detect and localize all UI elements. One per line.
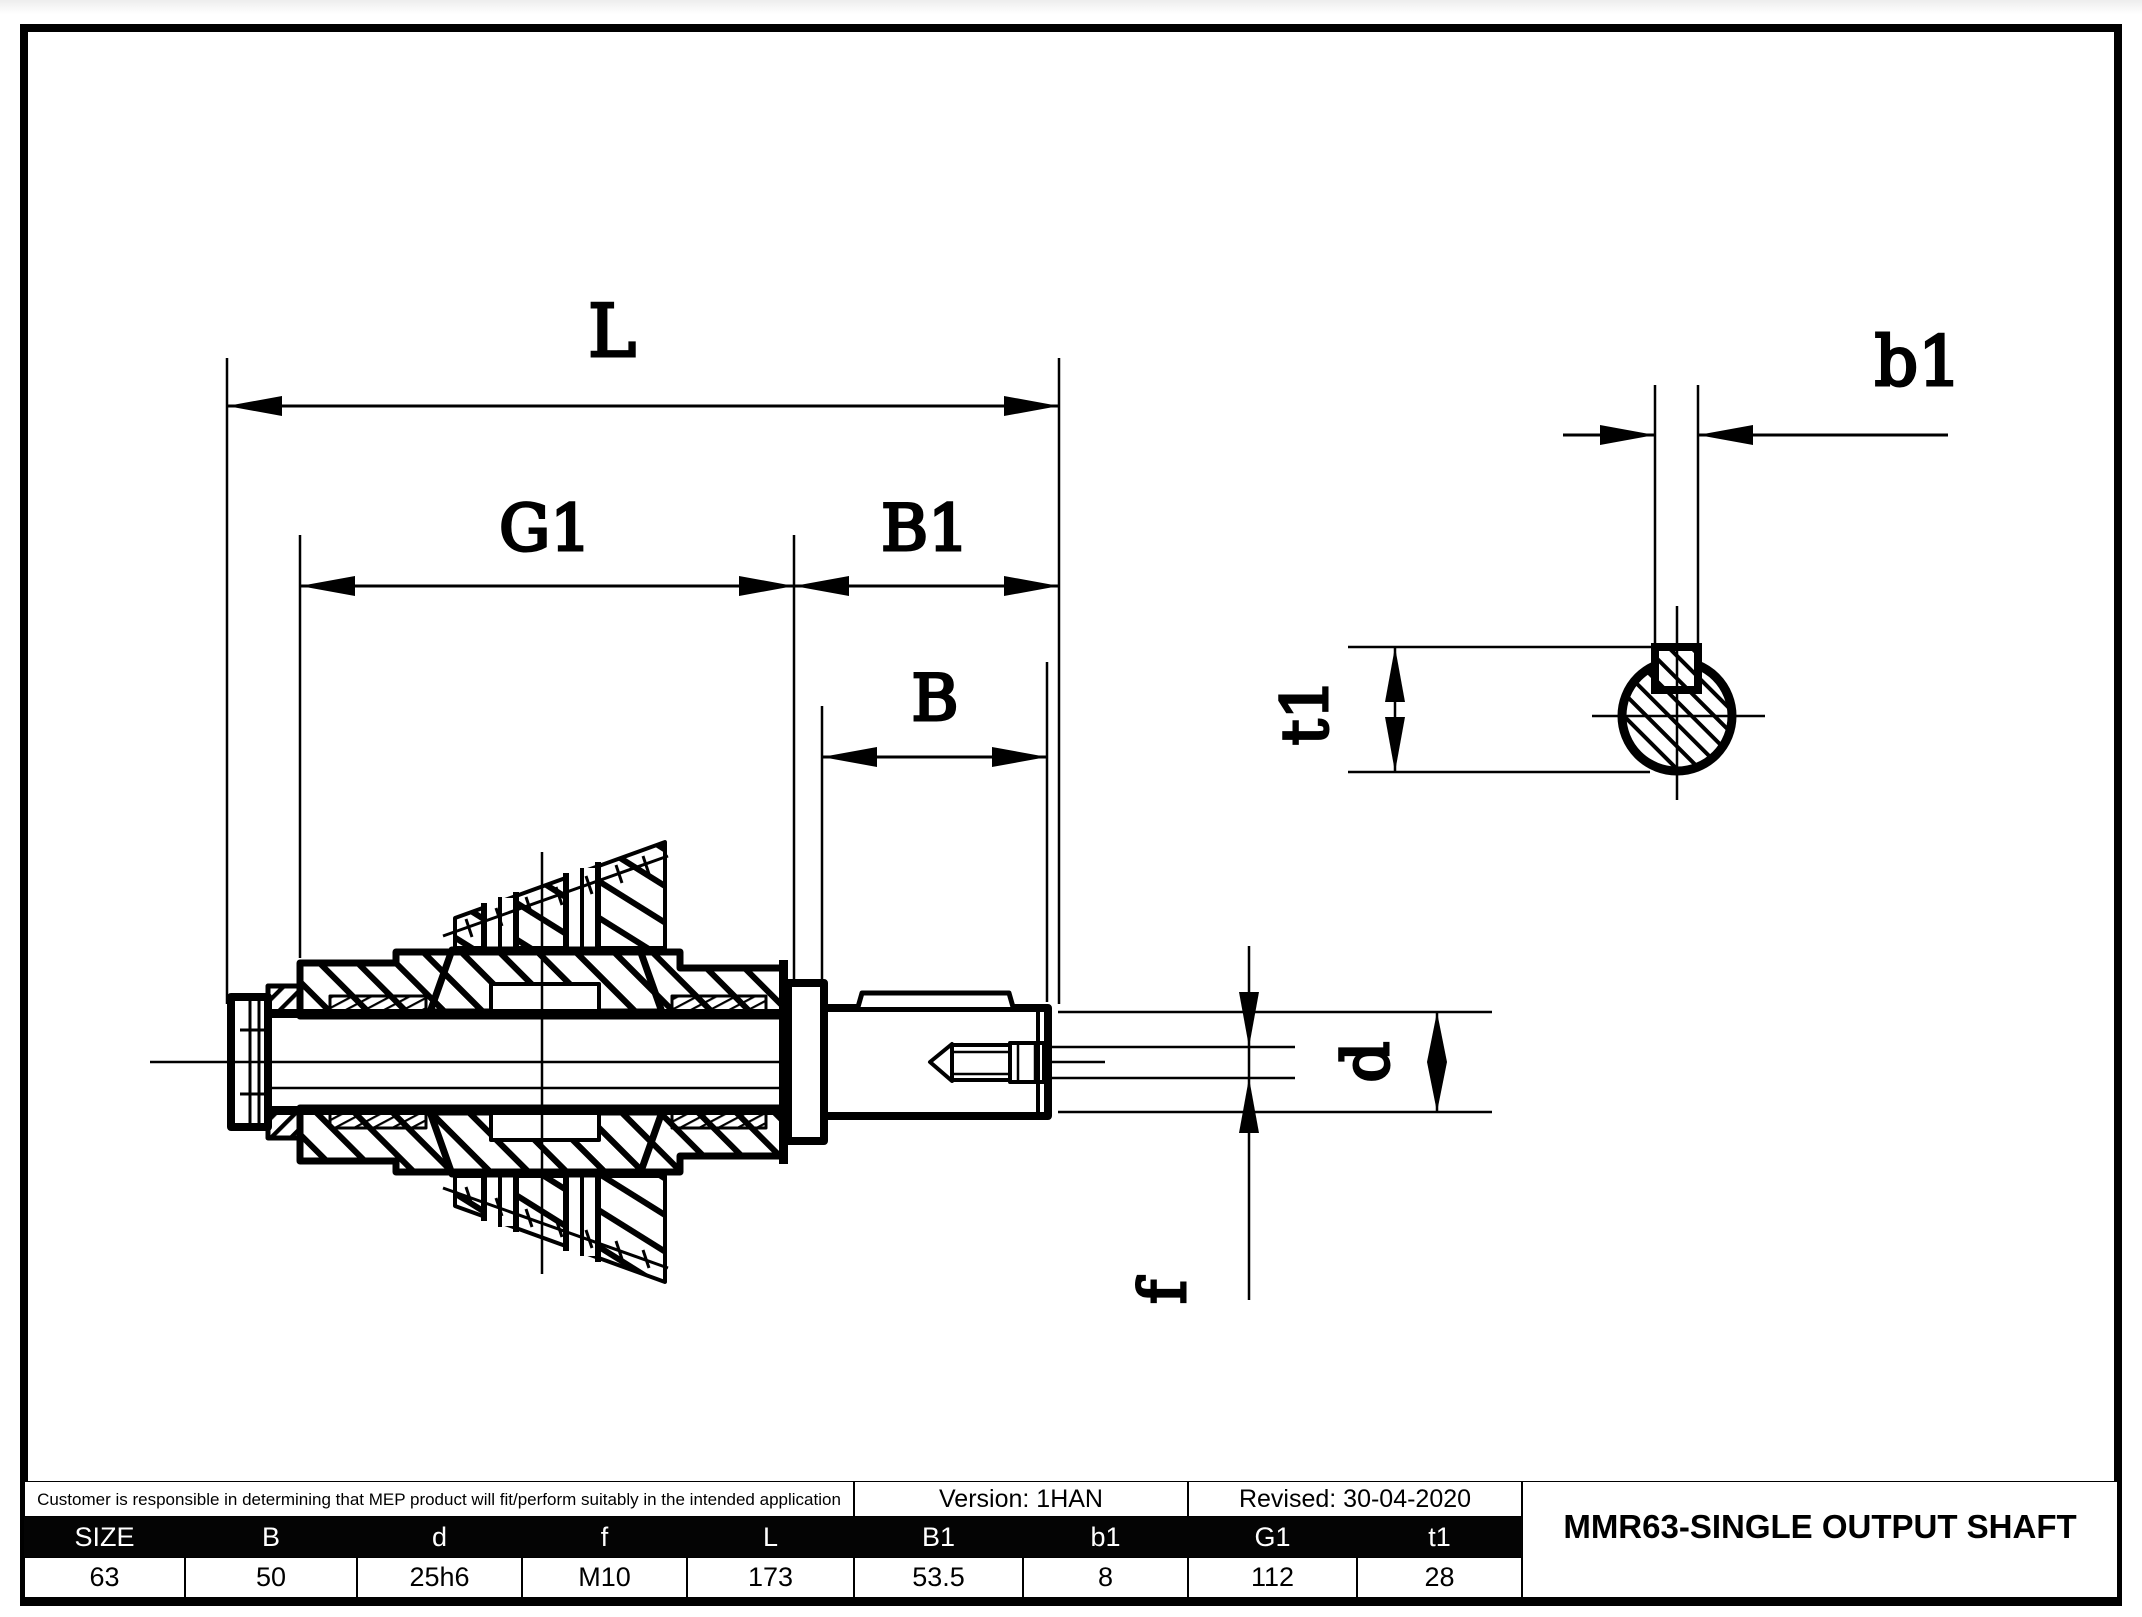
col-header-B1: B1 [854, 1517, 1023, 1557]
shaft-collar [784, 979, 828, 1145]
dimension-B1: B1 [794, 491, 1059, 596]
worm-wheel-bottom [442, 1174, 669, 1284]
end-cover-bottom [265, 1108, 303, 1141]
dimension-f: f [1048, 946, 1295, 1305]
dimension-L: L [225, 288, 1061, 1004]
dim-label-G1: G1 [499, 492, 591, 566]
page-top-shadow [0, 0, 2142, 14]
dim-label-b1: b1 [1875, 323, 1962, 402]
dimensions: L G1 B1 B [225, 288, 1492, 1305]
dimension-t1: t1 [1268, 645, 1655, 774]
wheel-key-bottom [489, 1109, 601, 1142]
title-block: Customer is responsible in determining t… [24, 1481, 2118, 1598]
col-header-L: L [687, 1517, 854, 1557]
dim-label-L: L [588, 289, 636, 373]
dimension-G1: G1 [298, 491, 796, 980]
value-size: 63 [24, 1557, 185, 1598]
value-L: 173 [687, 1557, 854, 1598]
value-f: M10 [522, 1557, 687, 1598]
col-header-G1: G1 [1188, 1517, 1357, 1557]
col-header-B: B [185, 1517, 357, 1557]
col-header-b1: b1 [1023, 1517, 1188, 1557]
dimension-d: d [1058, 1010, 1492, 1114]
sheet-border [20, 24, 2122, 1606]
value-b1: 8 [1023, 1557, 1188, 1598]
col-header-d: d [357, 1517, 522, 1557]
oil-seals [328, 994, 768, 1130]
value-B: 50 [185, 1557, 357, 1598]
dimension-b1: b1 [1563, 322, 1963, 690]
drawing-title: MMR63-SINGLE OUTPUT SHAFT [1522, 1481, 2118, 1598]
shaft-keyway-side [855, 990, 1016, 1008]
dim-label-d: d [1330, 1042, 1404, 1083]
main-section-view [150, 840, 1105, 1284]
dimension-B: B [820, 661, 1049, 1002]
revised-cell: Revised: 30-04-2020 [1188, 1481, 1522, 1517]
worm-wheel-top [442, 840, 669, 950]
dim-label-B1: B1 [881, 492, 969, 566]
tapped-hole-m10 [928, 1041, 1046, 1084]
col-header-t1: t1 [1357, 1517, 1522, 1557]
dim-label-f: f [1127, 1276, 1201, 1304]
dim-label-t1: t1 [1269, 679, 1343, 745]
value-B1: 53.5 [854, 1557, 1023, 1598]
version-cell: Version: 1HAN [854, 1481, 1188, 1517]
value-t1: 28 [1357, 1557, 1522, 1598]
value-d: 25h6 [357, 1557, 522, 1598]
end-cover-top [265, 983, 303, 1016]
disclaimer-cell: Customer is responsible in determining t… [24, 1481, 854, 1517]
col-header-size: SIZE [24, 1517, 185, 1557]
wheel-key-top [489, 982, 601, 1015]
value-G1: 112 [1188, 1557, 1357, 1598]
dim-label-B: B [911, 662, 958, 736]
shaft-end-view: b1 t1 [1268, 322, 1963, 800]
col-header-f: f [522, 1517, 687, 1557]
